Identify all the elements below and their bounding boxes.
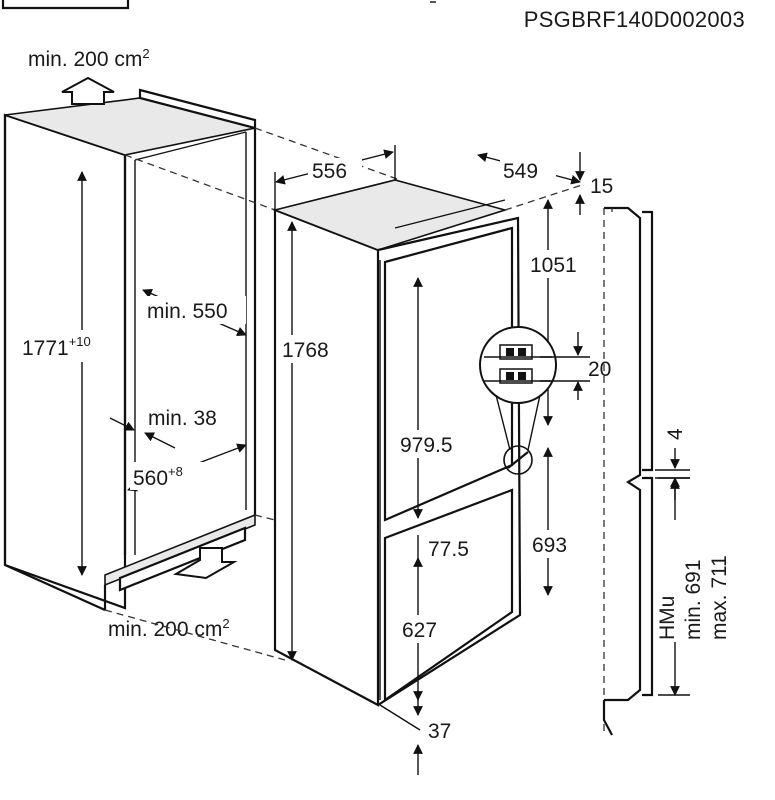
- appliance-width-label: 556: [312, 160, 347, 183]
- svg-text:min. 200 cm2: min. 200 cm2: [28, 46, 150, 71]
- svg-text:min. 200 cm2: min. 200 cm2: [108, 616, 230, 641]
- appliance-height-label: 1768: [282, 339, 329, 362]
- niche-side-label: min. 38: [148, 407, 217, 430]
- niche-height-sup: +10: [69, 334, 91, 349]
- upper-door-offset-label: 1051: [530, 254, 577, 277]
- appliance-depth-label: 549: [503, 160, 538, 183]
- vent-top-label: min. 200 cm: [28, 48, 142, 71]
- vent-bottom-label: min. 200 cm: [108, 618, 222, 641]
- bottom-offset-label: 37: [428, 720, 451, 743]
- corner-frame: [1, 0, 130, 10]
- niche-width-label: 560: [133, 467, 168, 490]
- niche-depth-label: min. 550: [147, 300, 228, 323]
- door-step-label: 4: [664, 428, 687, 440]
- vent-arrow-up-icon: [61, 76, 115, 105]
- hinge-gap-label: 20: [588, 358, 611, 381]
- hmu-label: HMu: [656, 596, 679, 640]
- vent-arrow-bottom-icon: [172, 547, 238, 580]
- svg-text:560+8: 560+8: [133, 464, 183, 490]
- niche-width-sup: +8: [168, 464, 183, 479]
- svg-text:1771+10: 1771+10: [22, 334, 91, 360]
- hmu-min-label: min. 691: [682, 559, 705, 640]
- door-gap-label: 77.5: [428, 538, 469, 561]
- document-code: PSGBRF140D002003: [524, 7, 745, 32]
- hmu-max-label: max. 711: [708, 555, 731, 640]
- lower-door: [383, 488, 514, 703]
- hinge-detail-circle: [479, 326, 557, 404]
- upper-door-height-label: 979.5: [400, 434, 453, 457]
- side-profile: [602, 206, 654, 736]
- top-gap-label: 15: [590, 175, 613, 198]
- vent-top-sup: 2: [142, 46, 149, 61]
- appliance-body: [272, 179, 522, 707]
- vent-bottom-sup: 2: [222, 616, 229, 631]
- lower-section-label: 693: [532, 534, 567, 557]
- lower-door-height-label: 627: [402, 619, 437, 642]
- niche-height-label: 1771: [22, 337, 69, 360]
